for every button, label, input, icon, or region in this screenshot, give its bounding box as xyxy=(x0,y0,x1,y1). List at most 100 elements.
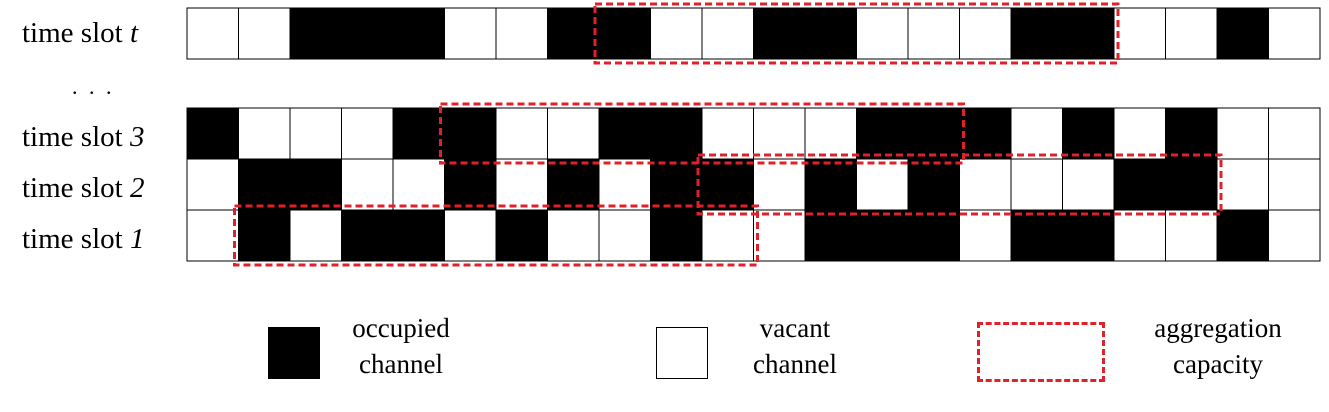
channel-cell-occupied xyxy=(238,158,291,211)
channel-cell-occupied xyxy=(907,209,960,262)
channel-cell-occupied xyxy=(392,7,445,60)
channel-cell-occupied xyxy=(547,7,600,60)
channel-cell-occupied xyxy=(186,107,239,160)
channel-cell-occupied xyxy=(650,107,703,160)
channel-cell-vacant xyxy=(701,7,754,60)
channel-cell-occupied xyxy=(1010,209,1063,262)
legend-occupied-label: occupied channel xyxy=(352,313,450,379)
channel-cell-occupied xyxy=(289,7,342,60)
channel-cell-vacant xyxy=(289,209,342,262)
channel-cell-vacant xyxy=(289,107,342,160)
channel-cell-occupied xyxy=(1113,158,1166,211)
channel-cell-vacant xyxy=(495,7,548,60)
channel-cell-occupied xyxy=(392,107,445,160)
channel-cell-vacant xyxy=(186,158,239,211)
channel-cell-vacant xyxy=(392,158,445,211)
channel-cell-occupied xyxy=(804,209,857,262)
legend-aggregation-label: aggregation capacity xyxy=(1154,313,1282,379)
channel-cell-vacant xyxy=(650,7,703,60)
aggregation-window-slot-1 xyxy=(233,204,759,267)
channel-cell-vacant xyxy=(1113,107,1166,160)
row-label-1: time slot 1 xyxy=(22,223,145,255)
channel-cell-occupied xyxy=(907,107,960,160)
legend-vacant-label: vacant channel xyxy=(753,313,837,379)
channel-cell-occupied xyxy=(753,7,806,60)
channel-cell-vacant xyxy=(1216,158,1269,211)
channel-cell-vacant xyxy=(1268,209,1321,262)
channel-cell-occupied xyxy=(341,7,394,60)
channel-cell-occupied xyxy=(598,7,651,60)
channel-cell-occupied xyxy=(650,158,703,211)
channel-cell-occupied xyxy=(650,209,703,262)
channel-cell-vacant xyxy=(341,107,394,160)
channel-cell-vacant xyxy=(1268,107,1321,160)
channel-cell-occupied xyxy=(495,209,548,262)
row-label-3: time slot 3 xyxy=(22,121,145,153)
channel-cell-occupied xyxy=(289,158,342,211)
channel-cell-vacant xyxy=(1216,107,1269,160)
channel-cell-vacant xyxy=(856,7,909,60)
channel-cell-occupied xyxy=(856,107,909,160)
channel-cell-vacant xyxy=(959,158,1012,211)
channel-cell-occupied xyxy=(1165,158,1218,211)
channel-cell-occupied xyxy=(1010,7,1063,60)
channel-cell-occupied xyxy=(804,158,857,211)
channel-cell-vacant xyxy=(1113,209,1166,262)
legend-aggregation-swatch xyxy=(977,322,1105,382)
legend-vacant-swatch xyxy=(656,327,708,379)
channel-cell-vacant xyxy=(907,7,960,60)
channel-cell-vacant xyxy=(495,107,548,160)
channel-cell-occupied xyxy=(547,158,600,211)
channel-cell-vacant xyxy=(1268,158,1321,211)
channel-cell-occupied xyxy=(804,7,857,60)
channel-cell-vacant xyxy=(804,107,857,160)
channel-cell-occupied xyxy=(1062,7,1115,60)
channel-cell-vacant xyxy=(598,158,651,211)
channel-cell-vacant xyxy=(1113,7,1166,60)
channel-cell-occupied xyxy=(1062,107,1115,160)
channel-cell-occupied xyxy=(701,158,754,211)
aggregation-window-slot-2 xyxy=(696,153,1223,216)
channel-cell-vacant xyxy=(1062,158,1115,211)
channel-cell-occupied xyxy=(1062,209,1115,262)
channel-cell-vacant xyxy=(547,107,600,160)
channel-cell-vacant xyxy=(856,158,909,211)
channel-cell-occupied xyxy=(1165,107,1218,160)
channel-cell-vacant xyxy=(753,158,806,211)
channel-cell-occupied xyxy=(856,209,909,262)
channel-cell-vacant xyxy=(444,7,497,60)
channel-cell-vacant xyxy=(1165,7,1218,60)
channel-cell-occupied xyxy=(238,209,291,262)
channel-cell-vacant xyxy=(1010,158,1063,211)
channel-cell-vacant xyxy=(959,209,1012,262)
channel-cell-vacant xyxy=(495,158,548,211)
channel-cell-vacant xyxy=(238,7,291,60)
channel-cell-occupied xyxy=(959,107,1012,160)
channel-cell-vacant xyxy=(186,209,239,262)
aggregation-window-slot-3 xyxy=(439,102,965,165)
channel-cell-vacant xyxy=(444,209,497,262)
channel-cell-occupied xyxy=(341,209,394,262)
channel-cell-vacant xyxy=(1268,7,1321,60)
aggregation-window-slot-t xyxy=(593,2,1120,65)
row-label-2: time slot 2 xyxy=(22,172,145,204)
channel-cell-occupied xyxy=(598,107,651,160)
channel-cell-vacant xyxy=(1010,107,1063,160)
channel-cell-vacant xyxy=(186,7,239,60)
channel-cell-vacant xyxy=(701,107,754,160)
channel-cell-vacant xyxy=(753,209,806,262)
channel-cell-vacant xyxy=(1165,209,1218,262)
channel-cell-occupied xyxy=(392,209,445,262)
channel-cell-occupied xyxy=(1216,7,1269,60)
channel-cell-occupied xyxy=(907,158,960,211)
channel-cell-vacant xyxy=(238,107,291,160)
channel-cell-vacant xyxy=(598,209,651,262)
channel-cell-occupied xyxy=(444,107,497,160)
channel-cell-vacant xyxy=(701,209,754,262)
row-label-t: time slot t xyxy=(22,17,139,49)
channel-cell-vacant xyxy=(959,7,1012,60)
rows-ellipsis: . . . xyxy=(72,74,115,99)
channel-cell-vacant xyxy=(547,209,600,262)
channel-cell-occupied xyxy=(444,158,497,211)
